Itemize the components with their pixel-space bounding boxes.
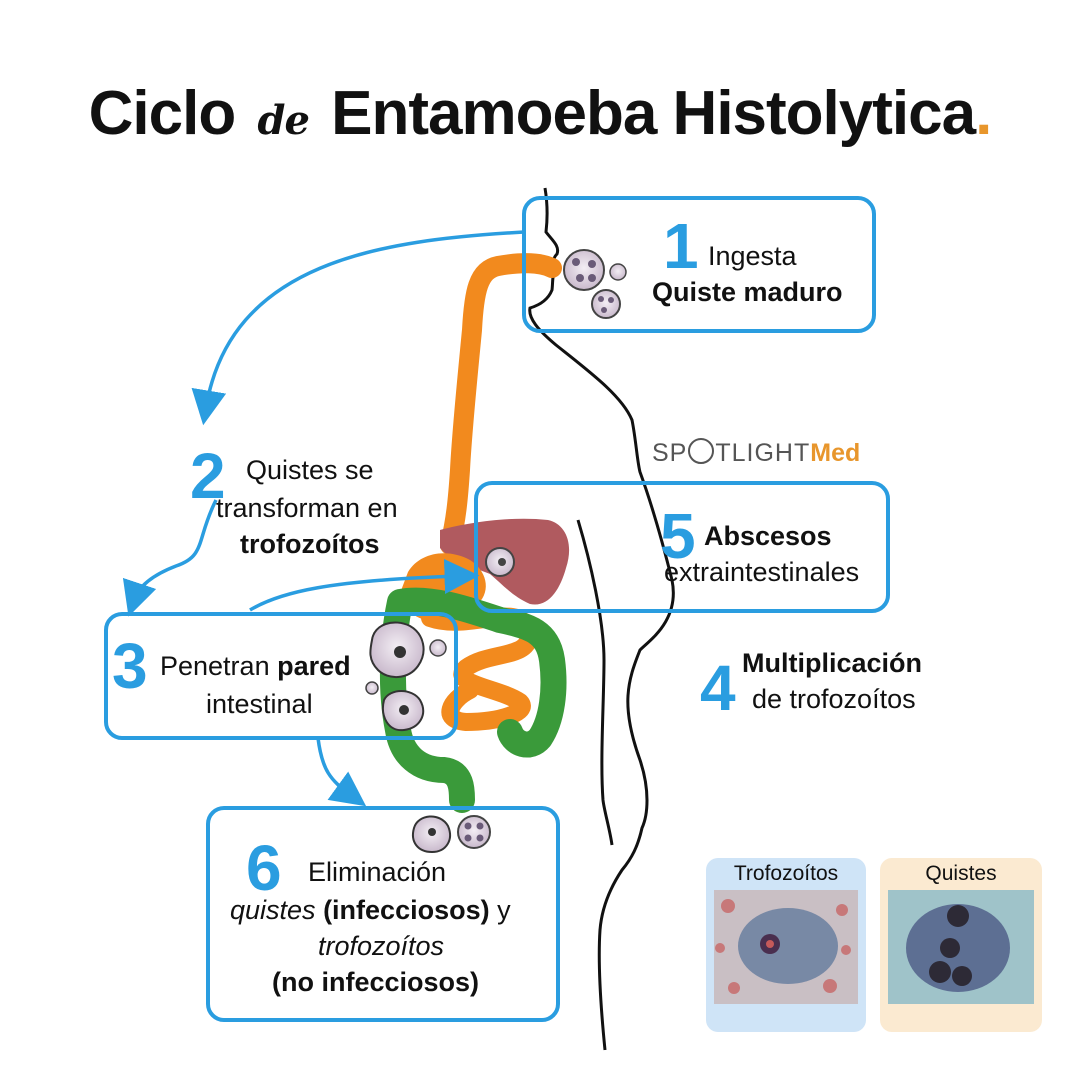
trophozoite-wall-2 [382, 690, 425, 732]
step-6-line2b: (infecciosos) [315, 895, 490, 925]
logo-text-a: SP [652, 439, 688, 467]
arrow-2-to-3 [122, 499, 218, 617]
step-4-line1: Multiplicación [742, 648, 923, 678]
step-5-line2: extraintestinales [664, 557, 860, 587]
step-3-line1: Penetran pared [160, 648, 351, 684]
trophozoite-liver [485, 547, 515, 577]
trophozoite-micrograph-label: Trofozoítos [733, 862, 839, 885]
spotlightmed-logo: SP TLIGHTMed [652, 438, 860, 468]
step-5-box [474, 481, 890, 613]
step-3-line2: intestinal [206, 689, 313, 719]
cyst-micrograph-card: Quistes [880, 858, 1042, 1032]
step-2-line1: Quistes se [246, 455, 374, 485]
title-part2: Entamoeba Histolytica [331, 79, 976, 148]
arrow-3-to-5 [249, 559, 480, 612]
cyst-mature-medium [591, 289, 621, 319]
step-6-line2a: quistes [230, 895, 316, 925]
page-title: Ciclo de Entamoeba Histolytica. [0, 78, 1080, 149]
trophozoite-micrograph-card: Trofozoítos [706, 858, 866, 1032]
title-connector: de [257, 97, 309, 144]
cyst-mature-large [563, 249, 605, 291]
trophozoite-wall-1 [369, 621, 425, 678]
title-period: . [975, 79, 992, 148]
step-2-number: 2 [190, 440, 226, 512]
step-4-line2: de trofozoítos [752, 684, 916, 714]
logo-text-c: Med [810, 439, 861, 467]
esophagus [440, 253, 562, 555]
step-1-line2: Quiste maduro [652, 277, 843, 307]
step-4-number: 4 [700, 652, 736, 724]
step-5-line1: Abscesos [704, 521, 832, 551]
cyst-wall-small [365, 639, 447, 695]
step-6-line1: Eliminación [308, 857, 447, 887]
step-1-number: 1 [663, 210, 699, 282]
step-3-line1a: Penetran [160, 651, 278, 681]
step-3-line1b: pared [277, 651, 351, 681]
logo-text-b: TLIGHT [715, 439, 811, 467]
step-5-number: 5 [660, 500, 696, 572]
cyst-micrograph-image [888, 890, 1034, 1004]
arm-outline [576, 519, 614, 846]
arrow-3-to-6 [316, 737, 367, 807]
step-6-line2c: y [489, 895, 511, 925]
step-1-line1: Ingesta [708, 241, 797, 271]
cyst-small [609, 263, 627, 281]
step-1-box [522, 196, 876, 333]
step-2-line3: trofozoítos [240, 529, 380, 559]
step-3-box [104, 612, 458, 740]
cyst-eliminated [457, 815, 491, 849]
trophozoite-eliminated [412, 815, 451, 854]
step-6-line3: trofozoítos [318, 931, 445, 961]
step-3-number: 3 [112, 630, 148, 702]
cyst-micrograph-label: Quistes [925, 862, 997, 885]
title-part1: Ciclo [88, 79, 237, 148]
step-6-line4: (no infecciosos) [272, 967, 480, 997]
arrow-1-to-2 [191, 230, 525, 426]
step-6-number: 6 [246, 832, 282, 904]
step-6-box [206, 806, 560, 1022]
step-6-line2: quistes (infecciosos) y [230, 892, 511, 928]
logo-spotlight-icon [688, 438, 715, 464]
step-2-line2: transforman en [216, 493, 398, 523]
trophozoite-micrograph-image [714, 890, 858, 1004]
